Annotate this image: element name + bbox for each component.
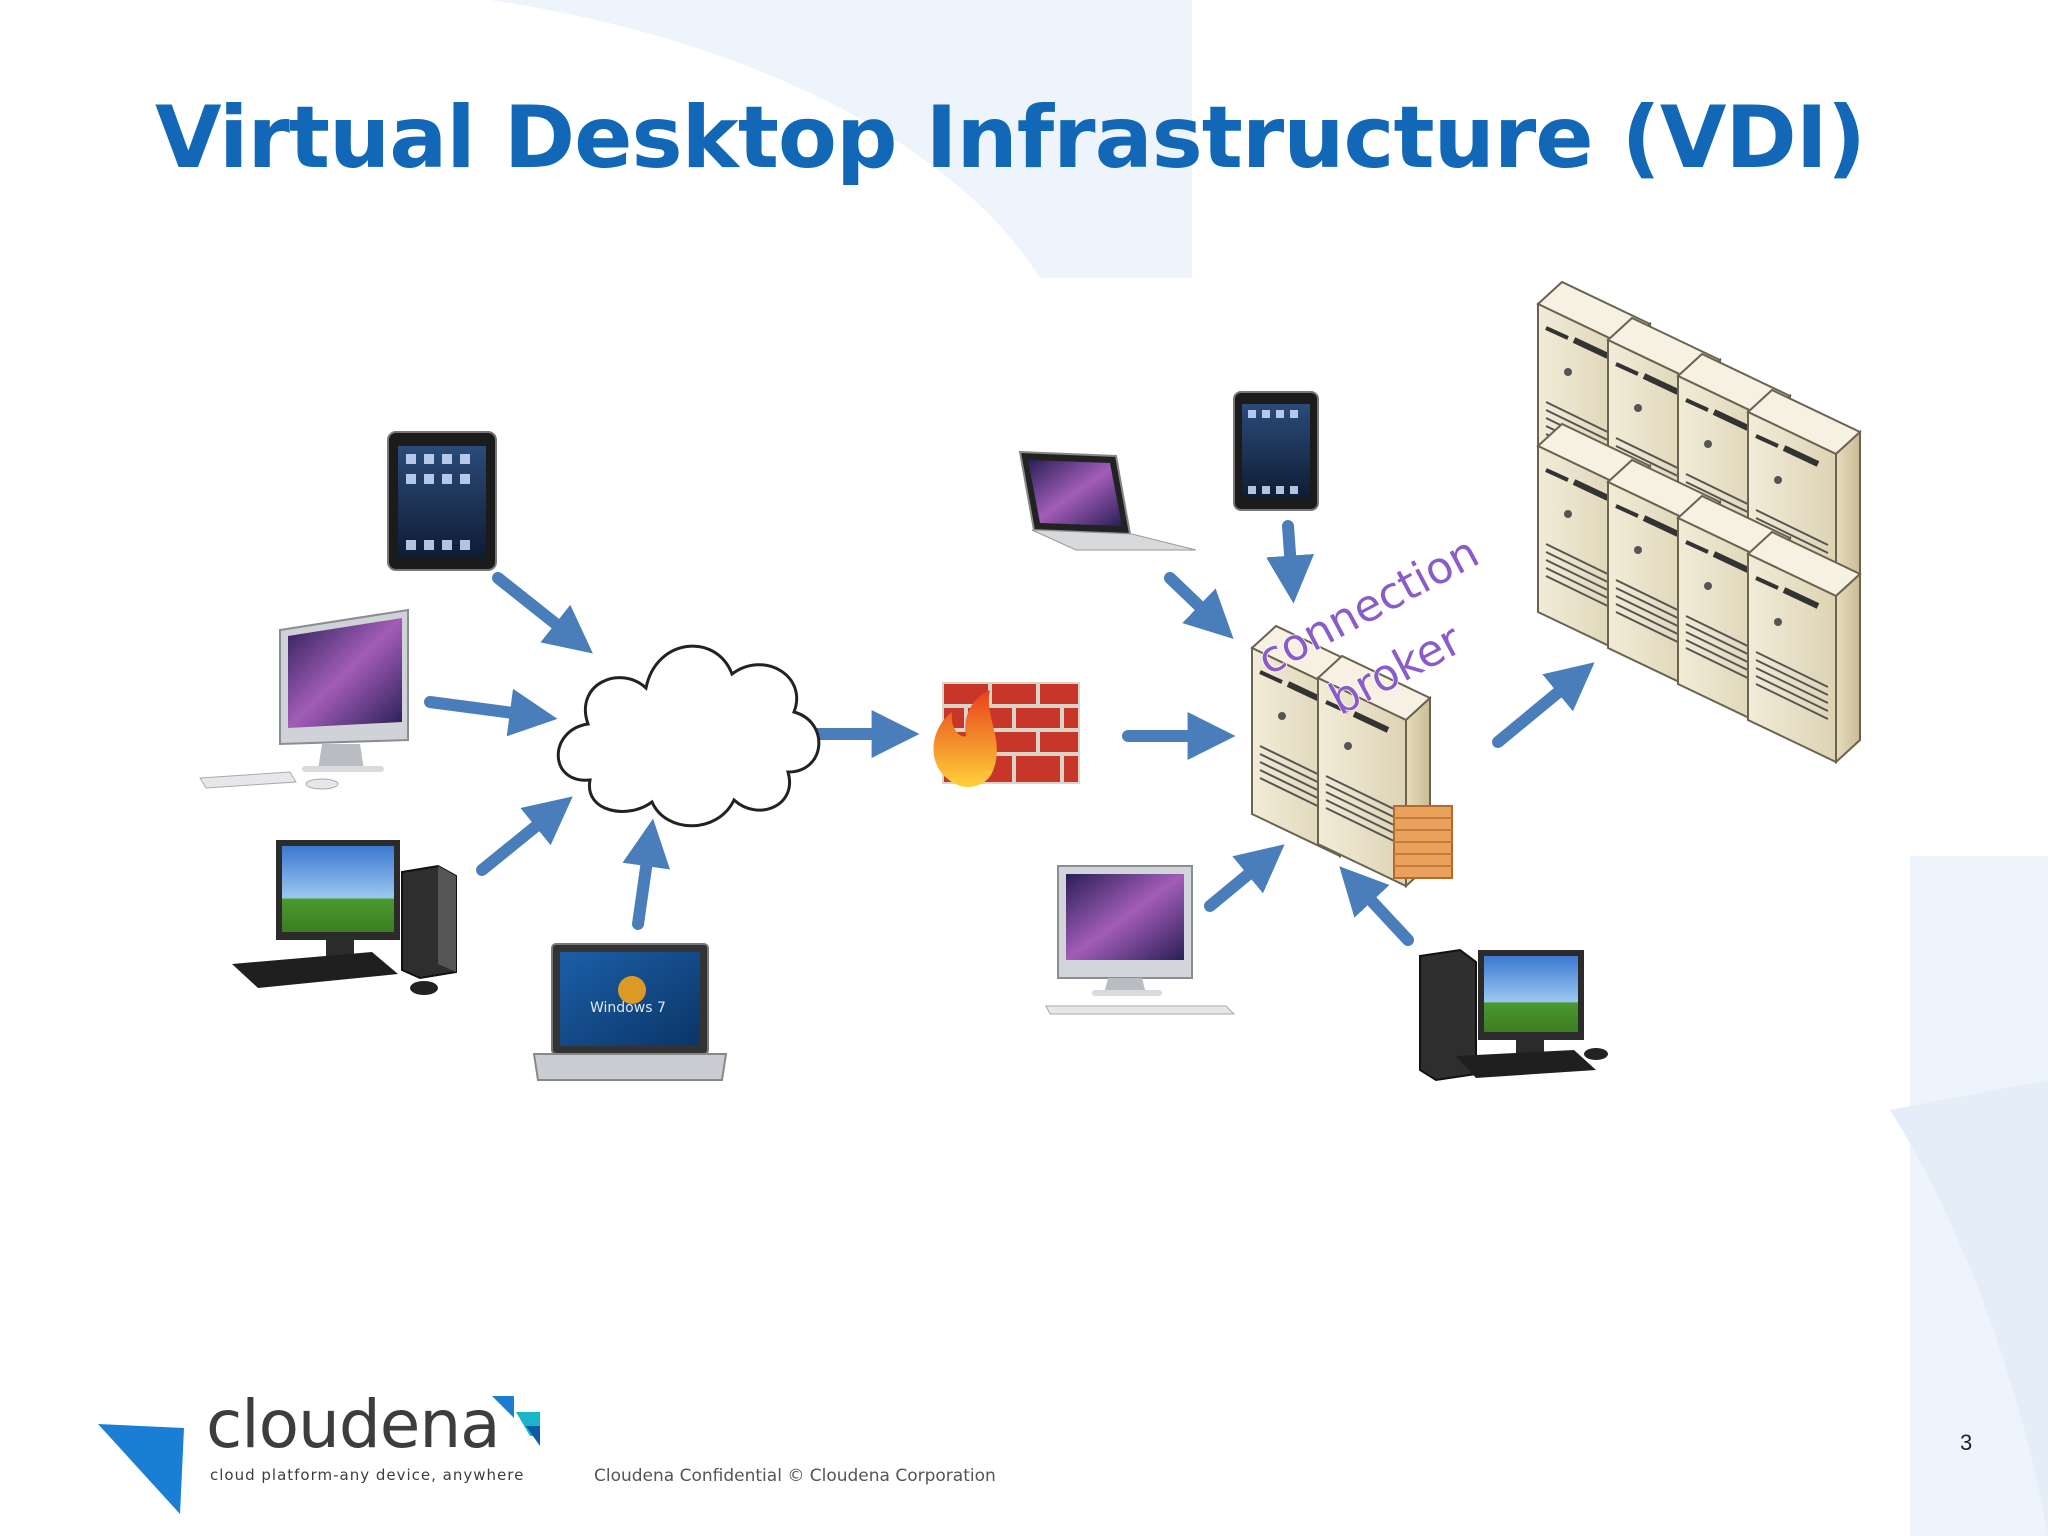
connection-arrows [424, 520, 1595, 946]
logo-tagline: cloud platform-any device, anywhere [210, 1466, 525, 1484]
server-farm [1538, 282, 1860, 762]
broker-firewall-icon [1393, 805, 1453, 879]
desktop-computer-icon [1045, 865, 1236, 1015]
cloudena-logo-icon [98, 1396, 540, 1514]
logo-text: cloudena [206, 1386, 501, 1463]
tablet-icon [387, 431, 497, 571]
laptop-icon: Windows 7 [532, 943, 728, 1081]
pc-tower-icon [232, 840, 457, 995]
page-title: Virtual Desktop Infrastructure (VDI) [155, 88, 1866, 188]
page-number: 3 [1960, 1430, 1973, 1455]
pc-tower-icon [1419, 948, 1608, 1082]
tablet-icon [1233, 391, 1319, 511]
background-shapes [490, 0, 2048, 1536]
firewall-icon [933, 682, 1080, 788]
desktop-computer-icon [199, 608, 409, 790]
laptop-icon [1018, 450, 1197, 551]
svg-text:Windows 7: Windows 7 [590, 1000, 666, 1016]
confidential-footer: Cloudena Confidential © Cloudena Corpora… [594, 1466, 996, 1486]
cloud-icon [556, 644, 821, 828]
